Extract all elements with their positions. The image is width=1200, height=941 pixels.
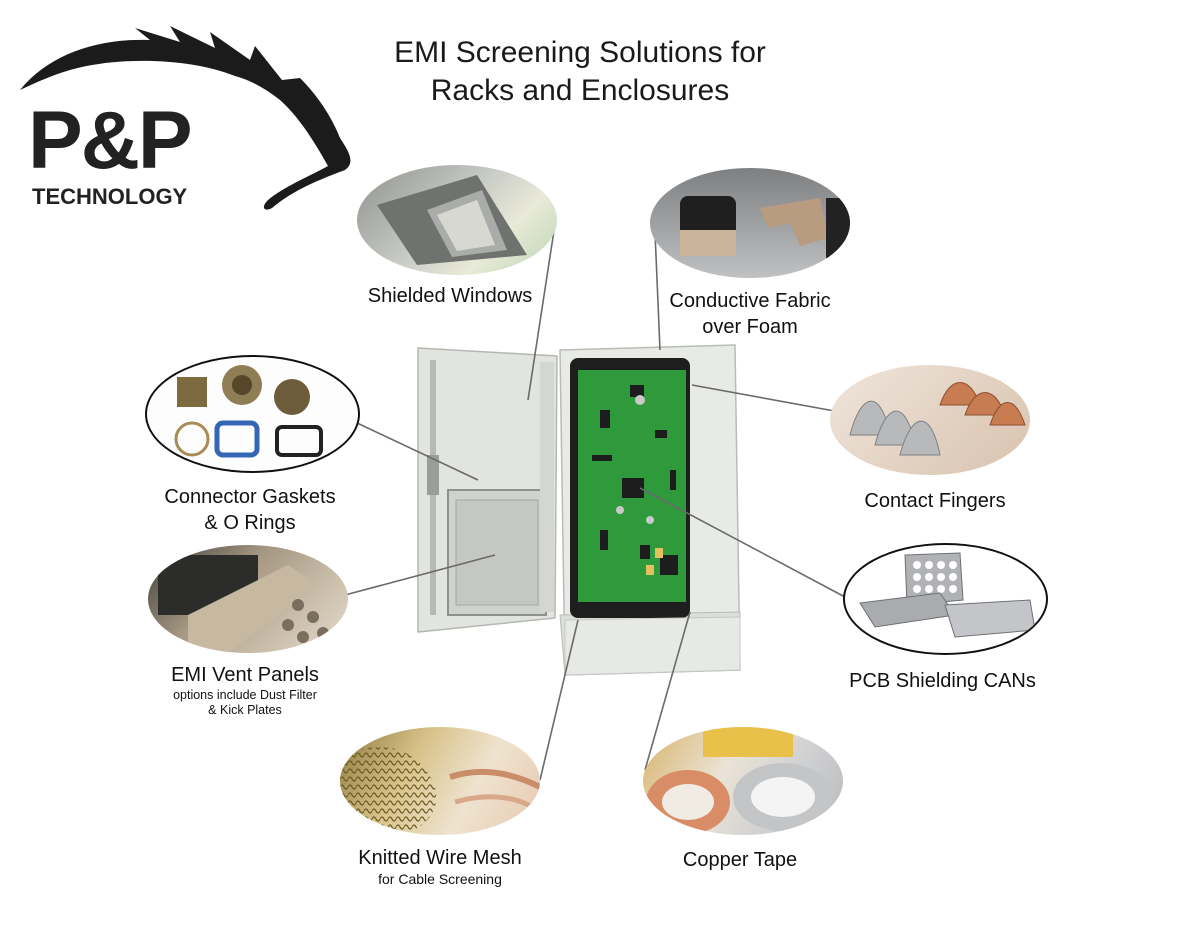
connector-gaskets-label-line-2: & O Rings — [204, 512, 296, 534]
page-title: EMI Screening Solutions for Racks and En… — [330, 34, 830, 110]
enclosure-illustration — [417, 344, 741, 676]
shielded-window-icon — [377, 175, 527, 265]
knitted-mesh-icon — [340, 747, 540, 835]
fabric-foam-gasket-image — [650, 168, 850, 278]
conductive-fabric-label: Conductive Fabric over Foam — [650, 288, 850, 340]
company-logo: P&P TECHNOLOGY — [10, 18, 360, 218]
vent-panels-label-main: EMI Vent Panels — [171, 664, 319, 686]
knitted-mesh-sub: for Cable Screening — [378, 871, 502, 887]
leader-copper-tape — [644, 611, 691, 771]
knitted-mesh-label-main: Knitted Wire Mesh — [358, 847, 522, 869]
shielded-window-image — [357, 165, 557, 275]
copper-tape-label: Copper Tape — [682, 849, 798, 871]
leader-connector-gaskets — [354, 421, 479, 481]
leader-conductive-fabric — [654, 231, 661, 351]
leader-shielded-windows — [527, 223, 556, 401]
connector-gasket-icon — [174, 365, 323, 458]
conductive-fabric-label-line-1: Conductive Fabric — [669, 290, 831, 312]
title-line-1: EMI Screening Solutions for — [394, 36, 766, 69]
logo-mark: P&P — [28, 95, 193, 186]
knitted-mesh-image — [340, 727, 540, 835]
leader-vent-panels — [344, 554, 496, 596]
contact-finger-image — [830, 365, 1030, 475]
leader-knitted-mesh — [539, 619, 579, 781]
leader-lines — [344, 223, 846, 781]
pcb-cans-label: PCB Shielding CANs — [849, 670, 1036, 692]
fabric-foam-icon — [680, 196, 850, 258]
connector-gaskets-label-line-1: Connector Gaskets — [164, 486, 336, 508]
leader-contact-fingers — [691, 384, 841, 413]
vent-panel-image — [148, 545, 348, 653]
conductive-fabric-label-line-2: over Foam — [702, 316, 798, 338]
contact-fingers-label: Contact Fingers — [864, 490, 1006, 512]
pcb-can-image — [843, 543, 1048, 655]
vent-panel-icon — [158, 555, 329, 653]
contact-finger-icon — [849, 382, 1026, 456]
copper-tape-icon — [646, 727, 833, 834]
vent-panels-label: EMI Vent Panels options include Dust Fil… — [140, 662, 350, 718]
leader-pcb-cans — [639, 487, 846, 598]
pcb-can-icon — [859, 552, 1036, 638]
connector-gaskets-label: Connector Gaskets & O Rings — [150, 484, 350, 536]
connector-gasket-image — [145, 355, 360, 473]
logo-wordmark: TECHNOLOGY — [32, 184, 188, 209]
vent-panels-sub-2: & Kick Plates — [208, 703, 282, 717]
title-line-2: Racks and Enclosures — [430, 74, 730, 107]
hedgehog-logo-icon — [20, 26, 351, 210]
knitted-mesh-label: Knitted Wire Mesh for Cable Screening — [330, 845, 550, 888]
shielded-windows-label: Shielded Windows — [367, 285, 533, 307]
copper-tape-image — [643, 727, 843, 835]
vent-panels-sub-1: options include Dust Filter — [173, 688, 317, 702]
